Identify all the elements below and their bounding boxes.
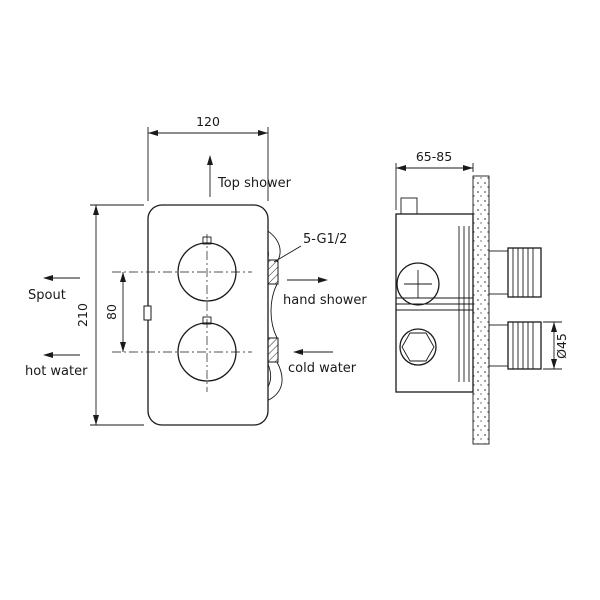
cold-water-callout: cold water bbox=[288, 349, 357, 376]
wall-section bbox=[472, 175, 490, 445]
thread-label: 5-G1/2 bbox=[303, 232, 347, 247]
spout-callout: Spout bbox=[28, 275, 80, 303]
dimension-knob-diameter: Ø45 bbox=[543, 321, 569, 370]
spout-label: Spout bbox=[28, 288, 66, 303]
hand-shower-label: hand shower bbox=[283, 293, 367, 308]
top-port-stub bbox=[400, 197, 418, 215]
dimension-diameter-value: Ø45 bbox=[554, 333, 569, 359]
front-view: 120 210 80 Top shower Spout bbox=[25, 114, 367, 426]
dimension-depth-value: 65-85 bbox=[416, 149, 452, 164]
top-handle bbox=[177, 236, 237, 302]
dimension-height: 210 bbox=[75, 204, 144, 426]
valve-cartridge-bottom bbox=[399, 328, 437, 366]
mixer-faceplate bbox=[147, 204, 269, 426]
hand-shower-callout: hand shower bbox=[283, 277, 367, 308]
dimension-height-value: 210 bbox=[75, 303, 90, 327]
valve-cartridge-top bbox=[396, 262, 440, 306]
valve-body bbox=[395, 213, 474, 393]
side-bottom-handle bbox=[488, 321, 542, 370]
hot-water-callout: hot water bbox=[25, 352, 88, 379]
hot-water-label: hot water bbox=[25, 364, 88, 379]
dimension-width-value: 120 bbox=[196, 114, 220, 129]
dimension-width: 120 bbox=[147, 114, 269, 201]
thread-callout: 5-G1/2 bbox=[273, 232, 347, 263]
dimension-spacing-value: 80 bbox=[104, 304, 119, 320]
cold-water-label: cold water bbox=[288, 361, 357, 376]
spout-outlet bbox=[143, 305, 152, 321]
dimension-handle-spacing: 80 bbox=[104, 272, 126, 352]
side-top-handle bbox=[488, 247, 542, 298]
side-view: 65-85 Ø45 bbox=[395, 149, 569, 445]
top-shower-label: Top shower bbox=[217, 176, 292, 191]
dimension-depth: 65-85 bbox=[395, 149, 474, 210]
bottom-handle bbox=[177, 316, 237, 382]
top-shower-callout: Top shower bbox=[207, 155, 292, 197]
